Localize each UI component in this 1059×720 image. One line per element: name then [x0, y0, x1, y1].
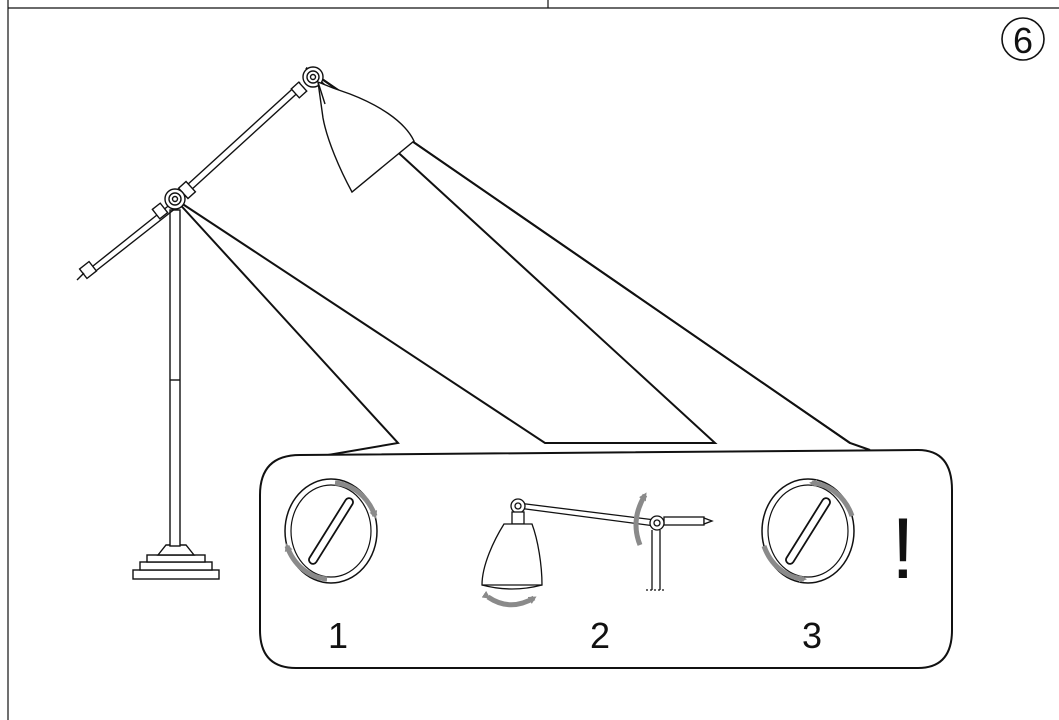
step-number: 6: [1013, 20, 1033, 61]
page-border: [7, 0, 1059, 720]
step-number-badge: 6: [1001, 17, 1045, 61]
callout-step-label-2: 2: [590, 615, 610, 656]
lamp-adjust-icon: [481, 492, 714, 608]
detail-callout: [259, 448, 953, 669]
callout-step-label-1: 1: [328, 615, 348, 656]
callout-step-label-3: 3: [802, 615, 822, 656]
knob-loosen-icon: [284, 478, 378, 584]
warning-exclamation: !: [891, 501, 915, 597]
floor-lamp-illustration: [76, 66, 415, 580]
zoom-lines: [174, 67, 871, 456]
knob-tighten-icon: [761, 478, 855, 584]
